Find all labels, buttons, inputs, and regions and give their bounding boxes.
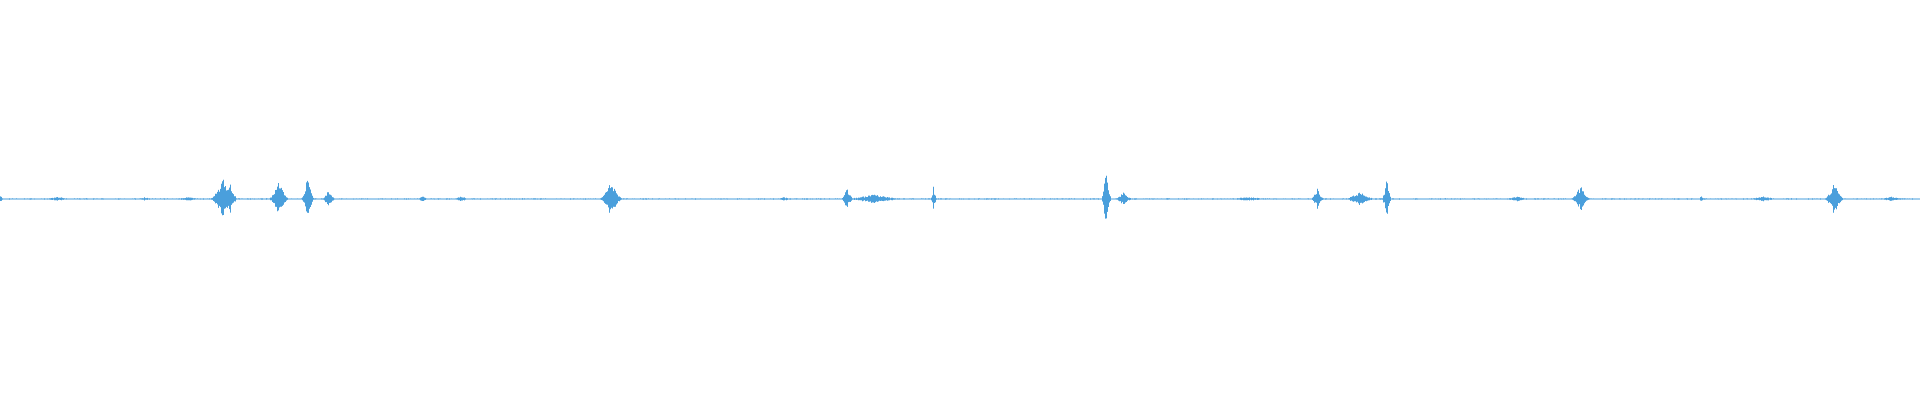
waveform-samples <box>0 175 1920 219</box>
waveform-amplitude-path <box>0 175 1920 219</box>
